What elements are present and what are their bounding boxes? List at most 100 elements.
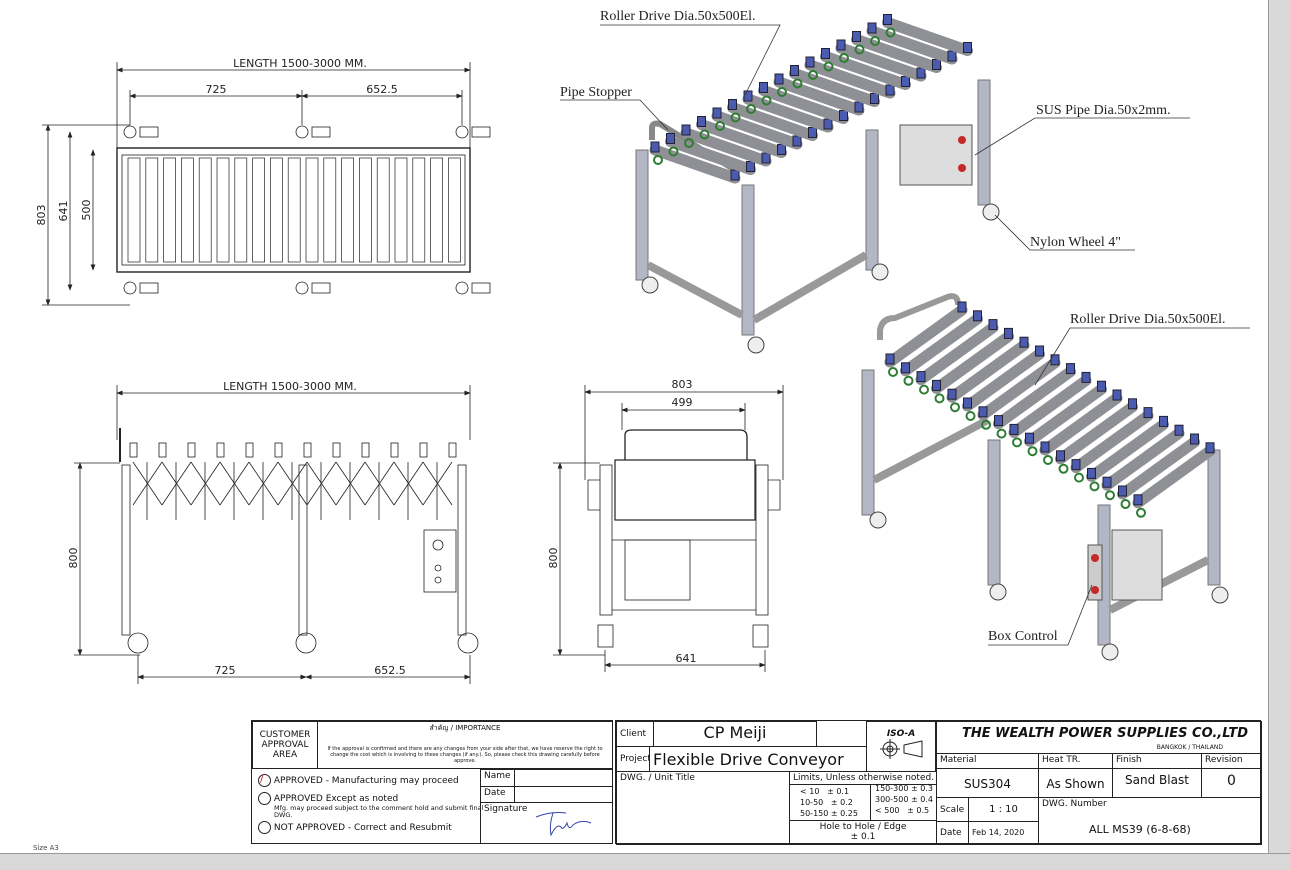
roller — [773, 76, 865, 116]
drive-chain — [1089, 481, 1100, 492]
roller-drive-motor — [743, 90, 753, 102]
top-view-roller — [341, 157, 354, 263]
importance-text: If the approval is confirmed and there a… — [327, 746, 603, 764]
signature-field[interactable]: Signature — [480, 802, 613, 844]
roller-drive-motor — [1159, 415, 1168, 427]
radio-checked-icon[interactable]: / — [258, 772, 271, 787]
client-value: CP Meiji — [653, 721, 817, 747]
top-view-roller — [270, 157, 283, 263]
roller — [789, 68, 880, 107]
top-view-roller — [323, 157, 337, 263]
roller-drive-motor — [854, 101, 864, 113]
radio-icon[interactable] — [258, 821, 271, 834]
approval-option-except[interactable]: APPROVED Except as noted Mfg. may procee… — [258, 792, 494, 819]
option-label: APPROVED - Manufacturing may proceed — [273, 776, 459, 786]
roller — [1101, 427, 1185, 491]
roller-drive-motor — [730, 169, 740, 181]
top-view-frame — [116, 147, 471, 273]
drive-chain — [854, 44, 865, 55]
top-dim-500: 500 — [80, 200, 93, 221]
side-view-roller — [419, 442, 428, 458]
roller-drive-motor — [1050, 354, 1060, 366]
option-label: APPROVED Except as noted — [273, 794, 399, 804]
end-dim-800: 800 — [547, 548, 560, 569]
top-view-roller — [359, 157, 372, 263]
scale-label: Scale — [936, 797, 969, 822]
roller-drive-motor — [1040, 441, 1050, 453]
side-view-roller — [390, 442, 399, 458]
drive-chain — [653, 155, 663, 165]
top-view-roller — [163, 157, 176, 263]
callout-roller-drive-bottom: Roller Drive Dia.50x500El. — [1070, 312, 1226, 327]
roller-drive-motor — [916, 67, 926, 79]
isometric-view-bottom — [861, 293, 1229, 661]
side-view-roller — [216, 442, 225, 458]
top-view-roller-bed — [121, 154, 466, 266]
side-length-dim: LENGTH 1500-3000 MM. — [223, 380, 357, 393]
customer-approval-block: CUSTOMER APPROVAL AREA สำคัญ / IMPORTANC… — [251, 720, 613, 844]
roller-drive-motor — [978, 406, 988, 418]
top-view-roller — [145, 157, 159, 263]
callout-box-control: Box Control — [988, 629, 1058, 644]
projection-symbol: ISO-A — [866, 721, 936, 772]
radio-icon[interactable] — [258, 792, 271, 805]
top-view-roller — [448, 157, 461, 263]
roller-drive-motor — [901, 362, 910, 374]
roller-drive-motor — [821, 48, 830, 59]
side-view-roller — [129, 442, 138, 458]
roller-drive-motor — [681, 124, 691, 136]
drive-chain — [684, 138, 694, 148]
roller-drive-motor — [1118, 485, 1127, 497]
importance-box: สำคัญ / IMPORTANCE If the approval is co… — [317, 721, 613, 769]
side-view-roller — [245, 442, 254, 458]
side-legs — [121, 464, 479, 654]
roller — [649, 144, 741, 184]
isometric-view-top — [635, 14, 1000, 354]
top-dim-803: 803 — [35, 205, 48, 226]
callout-roller-drive-top: Roller Drive Dia.50x500El. — [600, 9, 756, 24]
drive-chain — [1074, 472, 1084, 483]
dwg-number-value: ALL MS39 (6-8-68) — [1089, 823, 1191, 836]
project-label: Project — [616, 746, 650, 772]
importance-title: สำคัญ / IMPORTANCE — [429, 724, 501, 732]
side-view — [74, 385, 479, 684]
name-field[interactable] — [514, 769, 613, 787]
date-field[interactable] — [514, 786, 613, 803]
roller — [1070, 410, 1154, 474]
pipe-stopper — [649, 120, 737, 173]
roller — [1117, 436, 1200, 500]
dwg-number-box: DWG. Number ALL MS39 (6-8-68) — [1038, 797, 1262, 845]
roller-drive-motor — [916, 371, 926, 383]
roller-drive-motor — [697, 116, 706, 127]
roller-drive-motor — [963, 397, 972, 409]
signature-icon — [535, 812, 592, 837]
drive-chain — [965, 411, 976, 421]
roller — [993, 366, 1076, 430]
end-dim-803: 803 — [672, 378, 693, 391]
drive-chain — [950, 402, 960, 413]
roller-drive-motor — [666, 133, 675, 144]
drive-chain — [888, 367, 898, 377]
caster-icon — [123, 125, 491, 295]
roller-drive-motor — [759, 82, 768, 93]
roller-drive-motor — [1205, 442, 1215, 454]
sheet-frame-right — [1268, 0, 1290, 869]
roller-drive-motor — [963, 42, 972, 53]
approval-option-not-approved[interactable]: NOT APPROVED - Correct and Resubmit — [258, 821, 452, 834]
approval-option-approved[interactable]: / APPROVED - Manufacturing may proceed — [258, 772, 459, 787]
revision-label: Revision — [1201, 753, 1262, 769]
roller-drive-motor — [988, 319, 998, 331]
drive-chain — [1136, 507, 1146, 518]
side-dim-800: 800 — [67, 548, 80, 569]
roller-drive-motor — [883, 14, 892, 25]
drive-chain — [1043, 455, 1053, 465]
roller-drive-motor — [1066, 363, 1075, 375]
project-value: Flexible Drive Conveyor — [649, 746, 867, 772]
third-angle-projection-icon — [880, 739, 923, 759]
option-label: NOT APPROVED - Correct and Resubmit — [273, 823, 452, 833]
roller — [962, 348, 1045, 412]
top-view-roller — [181, 157, 194, 263]
roller — [866, 25, 958, 65]
